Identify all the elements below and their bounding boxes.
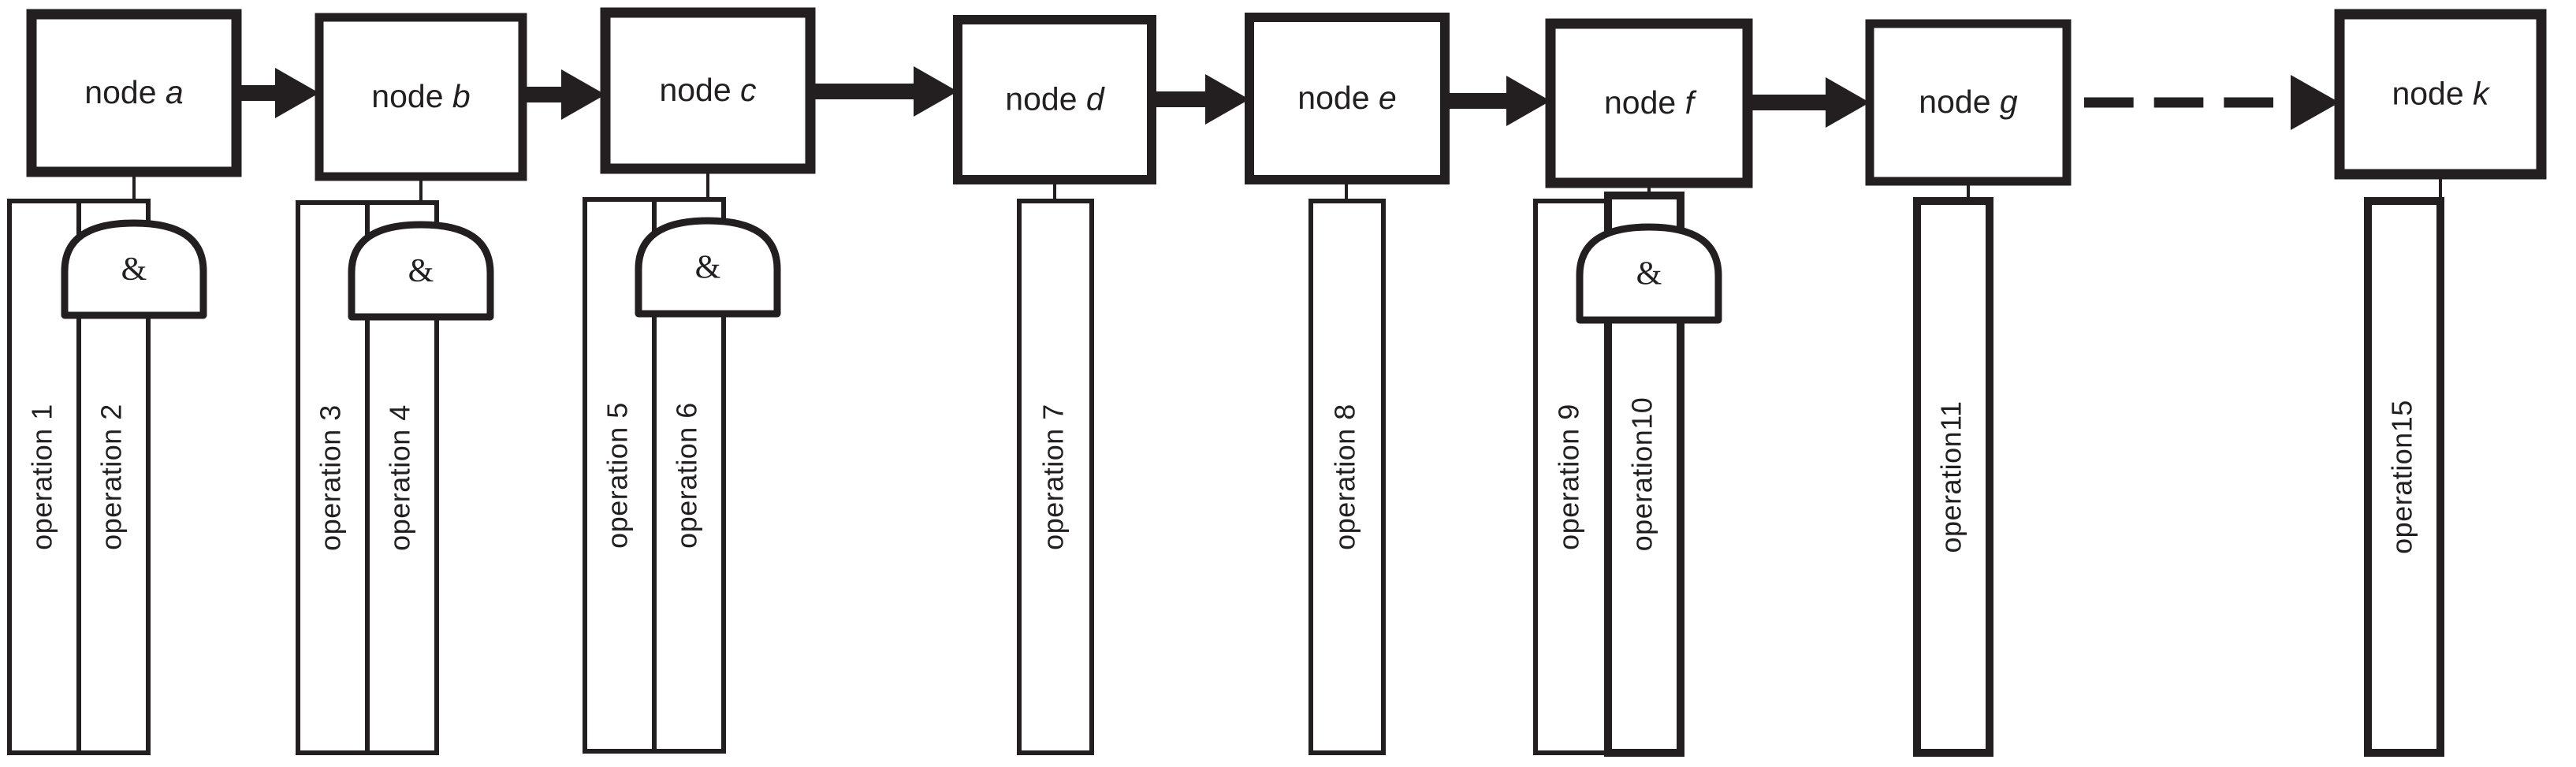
node-box-outline (2334, 9, 2547, 180)
node-label-prefix: node (1919, 84, 2000, 120)
operation-label: operation 8 (1329, 404, 1361, 550)
and-gate-outline (61, 219, 207, 319)
node-label-prefix: node (2392, 75, 2473, 111)
operation-label: operation 4 (384, 404, 416, 551)
node-g[interactable]: node g (1865, 19, 2072, 186)
and-gate-symbol: & (408, 253, 434, 289)
node-label: node a (84, 74, 183, 110)
node-a[interactable]: node a (26, 9, 242, 177)
node-label-prefix: node (84, 74, 166, 110)
node-box-outline (1865, 19, 2072, 186)
and-gate: & (1576, 223, 1722, 324)
operation-label: operation 9 (1553, 404, 1585, 550)
arrow-shaft (236, 85, 275, 101)
node-label-prefix: node (1297, 80, 1379, 116)
and-gate: & (348, 221, 494, 321)
node-label: node f (1604, 84, 1697, 121)
node-d[interactable]: node d (953, 15, 1156, 184)
operation-box[interactable]: operation 8 (1308, 199, 1386, 755)
node-label: node d (1005, 80, 1105, 117)
node-e[interactable]: node e (1245, 13, 1450, 184)
node-connector-e-to-f (1445, 76, 1550, 126)
node-f[interactable]: node f (1545, 18, 1753, 188)
node-label-letter: g (2000, 84, 2018, 120)
node-b[interactable]: node b (315, 13, 527, 181)
and-gate-outline (348, 221, 494, 321)
node-label-letter: k (2473, 75, 2491, 111)
node-label-letter: a (166, 74, 184, 110)
operation-box-outline (2364, 197, 2444, 757)
node-box-outline (315, 13, 527, 181)
operation-label: operation 5 (601, 402, 634, 549)
operation-box[interactable]: operation11 (1913, 197, 1993, 757)
node-label: node b (371, 78, 470, 114)
node-connector-f-to-g (1748, 77, 1870, 128)
operation-label: operation 3 (315, 404, 347, 551)
operation-label: operation 1 (26, 404, 58, 550)
node-box-outline (953, 15, 1156, 184)
and-gate: & (61, 219, 207, 319)
gate-output-bus-layer (43, 200, 1653, 376)
operation-label: operation 7 (1037, 404, 1070, 550)
node-k[interactable]: node k (2334, 9, 2547, 180)
arrowhead (914, 66, 958, 117)
arrowhead (2291, 75, 2340, 130)
node-box-outline (1545, 18, 1753, 188)
node-label-letter: c (740, 72, 757, 108)
operation-box-outline (1308, 199, 1386, 755)
operation-label: operation15 (2386, 400, 2418, 554)
operation-box[interactable]: operation 7 (1017, 199, 1094, 755)
node-label-letter: e (1379, 80, 1397, 116)
operation-label: operation10 (1626, 397, 1658, 552)
arrowhead (275, 68, 319, 118)
arrowhead (561, 69, 605, 120)
node-label-letter: f (1685, 84, 1697, 121)
node-label: node k (2392, 75, 2491, 111)
arrow-shaft (1152, 91, 1205, 107)
node-c[interactable]: node c (600, 7, 816, 174)
arrowhead (1506, 76, 1550, 126)
arrow-shaft (1748, 95, 1826, 110)
operation-label: operation11 (1935, 401, 1967, 553)
node-label-prefix: node (1005, 80, 1086, 117)
operation-label: operation 2 (95, 404, 128, 550)
and-gate: & (635, 217, 781, 318)
and-gate-symbol: & (695, 250, 721, 286)
node-connector-d-to-e (1152, 74, 1249, 125)
and-gate-outline (1576, 223, 1722, 324)
node-label-letter: d (1086, 80, 1105, 117)
and-gate-symbol: & (121, 251, 147, 288)
node-connector-a-to-b (236, 68, 319, 118)
node-connector-layer (236, 66, 2340, 130)
and-gate-layer: &&&& (61, 217, 1722, 324)
node-label-letter: b (452, 78, 471, 114)
node-box-outline (1245, 13, 1450, 184)
node-label: node e (1297, 80, 1396, 116)
node-label-prefix: node (371, 78, 452, 114)
operation-box-outline (1913, 197, 1993, 757)
node-connector-g-to-k (2084, 75, 2340, 130)
node-label: node g (1919, 84, 2018, 120)
arrowhead (1826, 77, 1870, 128)
arrow-shaft (523, 87, 561, 102)
direct-link-layer (1053, 174, 2442, 295)
arrow-shaft (810, 84, 914, 99)
arrowhead (1205, 74, 1249, 125)
operation-box[interactable]: operation15 (2364, 197, 2444, 757)
node-connector-b-to-c (523, 69, 605, 120)
node-label-prefix: node (659, 72, 740, 108)
node-connector-c-to-d (810, 66, 958, 117)
node-label-prefix: node (1604, 84, 1685, 121)
operation-box-outline (1017, 199, 1094, 755)
node-label: node c (659, 72, 757, 108)
and-gate-outline (635, 217, 781, 318)
node-box-outline (600, 7, 816, 174)
arrow-shaft (1445, 93, 1506, 109)
operation-label: operation 6 (671, 402, 703, 549)
node-box-outline (26, 9, 242, 177)
and-gate-symbol: & (1636, 256, 1662, 292)
